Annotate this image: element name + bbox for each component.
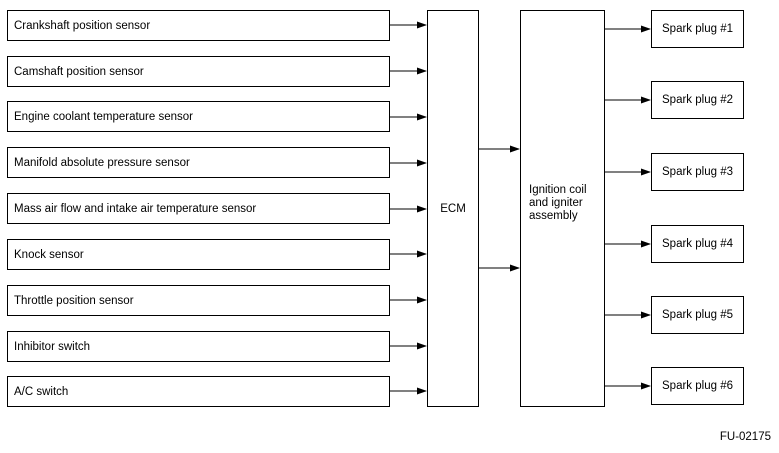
sensor-box-knock: Knock sensor	[7, 239, 390, 270]
spark-plug-box-2: Spark plug #2	[651, 81, 744, 119]
sensor-label: Crankshaft position sensor	[14, 19, 151, 32]
sensor-box-map: Manifold absolute pressure sensor	[7, 147, 390, 178]
sensor-box-coolant-temp: Engine coolant temperature sensor	[7, 101, 390, 132]
spark-plug-label: Spark plug #5	[662, 309, 733, 321]
sensor-box-inhibitor: Inhibitor switch	[7, 331, 390, 362]
spark-plug-box-4: Spark plug #4	[651, 225, 744, 263]
sensor-label: Knock sensor	[14, 248, 84, 261]
sensor-label: Throttle position sensor	[14, 294, 134, 307]
sensor-box-crankshaft: Crankshaft position sensor	[7, 10, 390, 41]
spark-plug-box-1: Spark plug #1	[651, 10, 744, 48]
sensor-box-camshaft: Camshaft position sensor	[7, 56, 390, 87]
sensor-box-maf: Mass air flow and intake air temperature…	[7, 193, 390, 224]
sensor-label: Inhibitor switch	[14, 340, 91, 353]
figure-id: FU-02175	[719, 431, 771, 443]
sensor-label: Engine coolant temperature sensor	[14, 110, 193, 123]
spark-plug-box-3: Spark plug #3	[651, 153, 744, 191]
sensor-label: Mass air flow and intake air temperature…	[14, 202, 257, 215]
sensor-label: Manifold absolute pressure sensor	[14, 156, 190, 169]
sensor-label: Camshaft position sensor	[14, 65, 144, 78]
spark-plug-label: Spark plug #6	[662, 380, 733, 392]
sensor-label: A/C switch	[14, 385, 69, 398]
spark-plug-label: Spark plug #4	[662, 238, 733, 250]
spark-plug-label: Spark plug #2	[662, 94, 733, 106]
ignition-coil-box: Ignition coil and igniter assembly	[520, 10, 605, 407]
sensor-box-throttle: Throttle position sensor	[7, 285, 390, 316]
sensor-box-ac-switch: A/C switch	[7, 376, 390, 407]
spark-plug-label: Spark plug #3	[662, 166, 733, 178]
spark-plug-box-5: Spark plug #5	[651, 296, 744, 334]
spark-plug-label: Spark plug #1	[662, 23, 733, 35]
ecm-box: ECM	[427, 10, 479, 407]
ecm-label: ECM	[440, 202, 466, 215]
ignition-coil-label: Ignition coil and igniter assembly	[529, 184, 587, 222]
spark-plug-box-6: Spark plug #6	[651, 367, 744, 405]
